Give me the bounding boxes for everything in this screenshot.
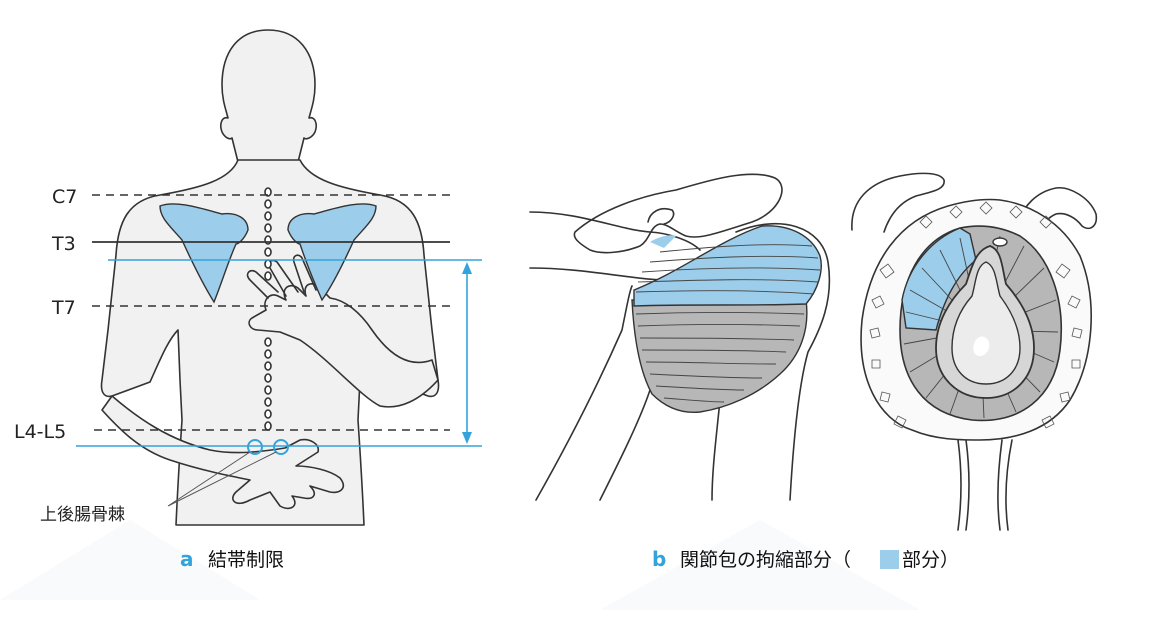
biceps-tendon-hole [992,237,1008,247]
label-l4l5: L4-L5 [14,421,66,443]
coracoid-top [1017,187,1098,237]
label-t7: T7 [51,297,76,319]
caption-b-letter: b [652,547,666,571]
left-arm-behind [101,395,345,510]
caption-b-text-before: 関節包の拘縮部分（ [680,549,851,571]
capsule-contracted-top [650,235,676,248]
glenoid-inner [951,261,1021,385]
label-psis: 上後腸骨棘 [40,505,125,525]
psis-leader-lines [167,451,277,507]
scapula-outline [535,285,651,501]
psis-left [247,439,263,455]
range-arrow [462,262,472,444]
label-t3: T3 [51,233,76,255]
right-arm-reaching [248,283,439,408]
coracoid [647,207,675,225]
scapular-neck [957,439,1013,531]
panel-b-glenoid-view [851,172,1098,531]
capsule-fibers-lateral [635,244,821,403]
capsule-contracted-lateral [633,225,822,307]
ring-texture [869,201,1083,429]
panel-a-back-figure [76,29,482,526]
capsule-contracted-glenoid [901,227,977,331]
caption-a-letter: a [180,547,194,571]
humerus-outline [711,222,831,501]
psis-right [273,439,289,455]
acromion [573,173,783,254]
caption-a-text: 結帯制限 [208,549,284,571]
acromion-top [851,172,945,233]
caption-b-text-after: 部分） [902,549,959,571]
capsule-gray [631,299,808,413]
left-scapula [159,203,249,304]
glenoid-highlight [973,336,990,356]
label-c7: C7 [52,186,77,208]
caption-b-legend-swatch [880,550,899,569]
head [220,29,317,163]
panel-b-shoulder-lateral [529,173,831,501]
background-decoration [0,520,920,610]
caption-b-text: 関節包の拘縮部分（ [680,549,851,571]
right-scapula [287,203,377,302]
